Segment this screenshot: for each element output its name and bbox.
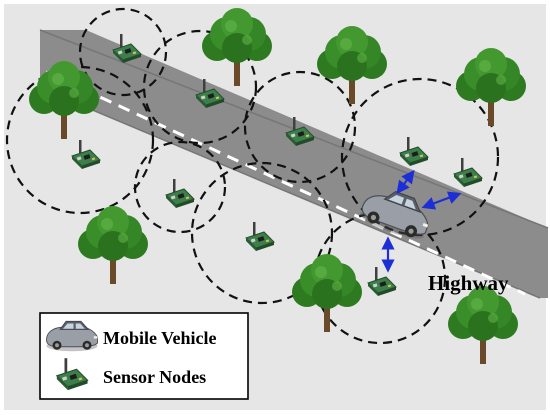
legend-vehicle-label: Mobile Vehicle [103, 328, 217, 348]
coverage-circle [133, 140, 227, 234]
coverage-circle [78, 7, 168, 97]
coverage-circle [190, 161, 334, 305]
legend-sensor-label: Sensor Nodes [103, 367, 206, 387]
communication-arrows [381, 169, 462, 273]
lane-marking [45, 70, 526, 296]
legend: Mobile Vehicle Sensor Nodes [39, 312, 249, 400]
arrow-to-sensor [396, 169, 415, 195]
coverage-circle [142, 29, 258, 145]
highway-label: Highway [428, 271, 509, 295]
arrow-to-sensor [421, 191, 462, 210]
coverage-circle [243, 70, 357, 184]
coverage-circle [5, 65, 155, 215]
